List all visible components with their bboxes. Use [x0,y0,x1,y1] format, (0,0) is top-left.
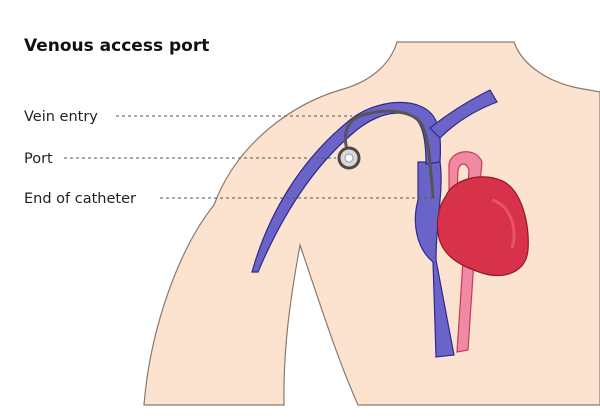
label-port: Port [24,151,53,167]
heart-highlight [491,198,516,249]
body-silhouette [143,41,600,406]
jugular-vein [429,89,498,139]
heart [436,176,529,277]
port-center [344,153,354,163]
label-catheter-end: End of catheter [24,191,136,207]
catheter [343,109,435,199]
diagram-title: Venous access port [24,36,209,56]
label-vein-entry: Vein entry [24,109,98,125]
vena-cava [414,161,455,358]
